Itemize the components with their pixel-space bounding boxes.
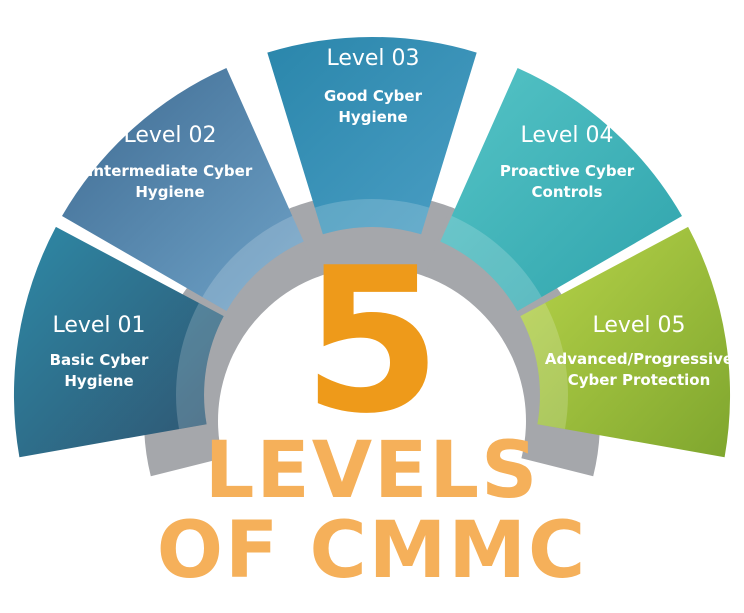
level-02-inner-rim — [202, 215, 304, 311]
level-05-desc-line-2: Cyber Protection — [568, 371, 711, 389]
level-04-segment — [440, 68, 682, 311]
level-04-desc-line-2: Controls — [532, 183, 603, 201]
level-03-inner-rim — [314, 199, 430, 235]
level-02-desc-line-2: Hygiene — [135, 183, 204, 201]
level-03-desc-line-2: Hygiene — [338, 108, 407, 126]
big-number-five: 5 — [302, 225, 441, 458]
level-labels: Level 01 Basic Cyber Hygiene Level 02 In… — [50, 46, 734, 390]
level-05-segment — [520, 226, 731, 458]
level-04-desc-line-1: Proactive Cyber — [500, 162, 635, 180]
level-01-desc-line-1: Basic Cyber — [50, 351, 149, 369]
level-04-inner-rim — [440, 215, 542, 311]
level-02-desc-line-1: Intermediate Cyber — [88, 162, 253, 180]
level-01-label: Level 01 — [52, 313, 145, 338]
level-03-desc-line-1: Good Cyber — [324, 87, 423, 105]
level-02-label: Level 02 — [123, 123, 216, 148]
level-01-inner-rim — [176, 303, 224, 429]
level-01-desc-line-2: Hygiene — [64, 372, 133, 390]
title-line-of-cmmc: OF CMMC — [157, 506, 587, 596]
level-05-desc-line-1: Advanced/Progressive — [545, 350, 733, 368]
segments — [13, 36, 731, 458]
level-02-segment — [62, 68, 304, 311]
level-03-segment — [267, 36, 477, 235]
level-01-segment — [13, 226, 224, 458]
level-05-inner-rim — [520, 303, 568, 429]
level-04-label: Level 04 — [520, 123, 613, 148]
level-05-label: Level 05 — [592, 313, 685, 338]
title-line-levels: LEVELS — [205, 426, 540, 516]
level-03-label: Level 03 — [326, 46, 419, 71]
